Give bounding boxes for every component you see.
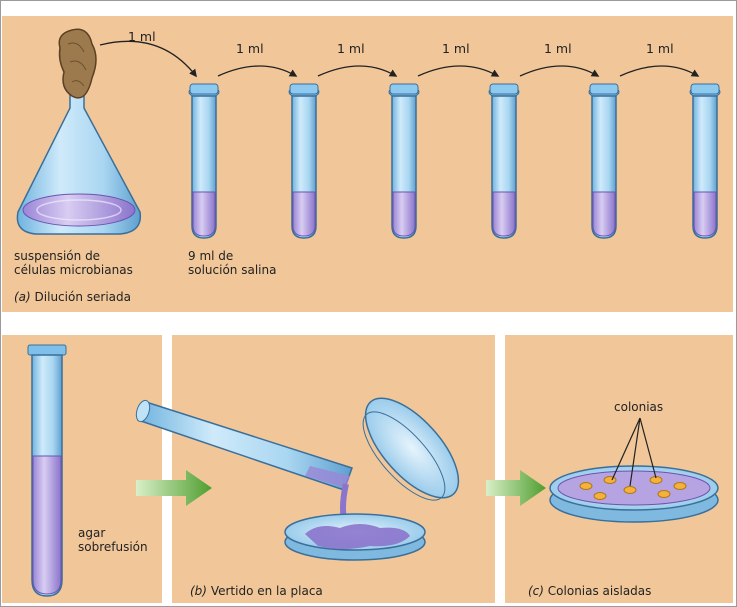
agar-tube bbox=[28, 345, 66, 596]
dilution-tube-6 bbox=[690, 84, 720, 238]
transfer-arrows bbox=[100, 41, 698, 76]
dilution-tube-3 bbox=[389, 84, 419, 238]
caption-b: (b) Vertido en la placa bbox=[190, 584, 323, 598]
colony-6 bbox=[594, 493, 606, 500]
agar-label-line2: sobrefusión bbox=[78, 540, 148, 554]
flask-label-line2: células microbianas bbox=[14, 263, 133, 277]
dilution-tube-2 bbox=[289, 84, 319, 238]
transfer-label-5: 1 ml bbox=[544, 42, 572, 56]
colony-3 bbox=[624, 487, 636, 494]
transfer-label-4: 1 ml bbox=[442, 42, 470, 56]
colonies-label: colonias bbox=[614, 400, 663, 414]
colony-2 bbox=[604, 477, 616, 484]
dilution-tubes bbox=[189, 84, 720, 238]
transfer-label-3: 1 ml bbox=[337, 42, 365, 56]
green-arrow-1 bbox=[136, 470, 212, 506]
colony-plate bbox=[550, 466, 718, 522]
tube-label-line1: 9 ml de bbox=[188, 249, 233, 263]
transfer-label-1: 1 ml bbox=[128, 30, 156, 44]
caption-a: (a) Dilución seriada bbox=[14, 290, 131, 304]
flask-label-line1: suspensión de bbox=[14, 249, 100, 263]
dilution-tube-5 bbox=[589, 84, 619, 238]
caption-a-text: Dilución seriada bbox=[35, 290, 131, 304]
transfer-label-2: 1 ml bbox=[236, 42, 264, 56]
tube-label-line2: solución salina bbox=[188, 263, 276, 277]
caption-b-text: Vertido en la placa bbox=[211, 584, 323, 598]
colony-5 bbox=[674, 483, 686, 490]
petri-dish-base bbox=[285, 514, 425, 560]
dilution-tube-4 bbox=[489, 84, 519, 238]
petri-dish-lid bbox=[350, 383, 475, 513]
transfer-label-6: 1 ml bbox=[646, 42, 674, 56]
caption-b-letter: (b) bbox=[190, 584, 207, 598]
erlenmeyer-flask bbox=[17, 29, 140, 234]
caption-c-text: Colonias aisladas bbox=[548, 584, 652, 598]
dilution-tube-1 bbox=[189, 84, 219, 238]
colony-7 bbox=[658, 491, 670, 498]
colony-1 bbox=[580, 483, 592, 490]
caption-c: (c) Colonias aisladas bbox=[528, 584, 651, 598]
agar-label-line1: agar bbox=[78, 526, 105, 540]
green-arrow-2 bbox=[486, 470, 546, 506]
caption-a-letter: (a) bbox=[14, 290, 31, 304]
caption-c-letter: (c) bbox=[528, 584, 544, 598]
